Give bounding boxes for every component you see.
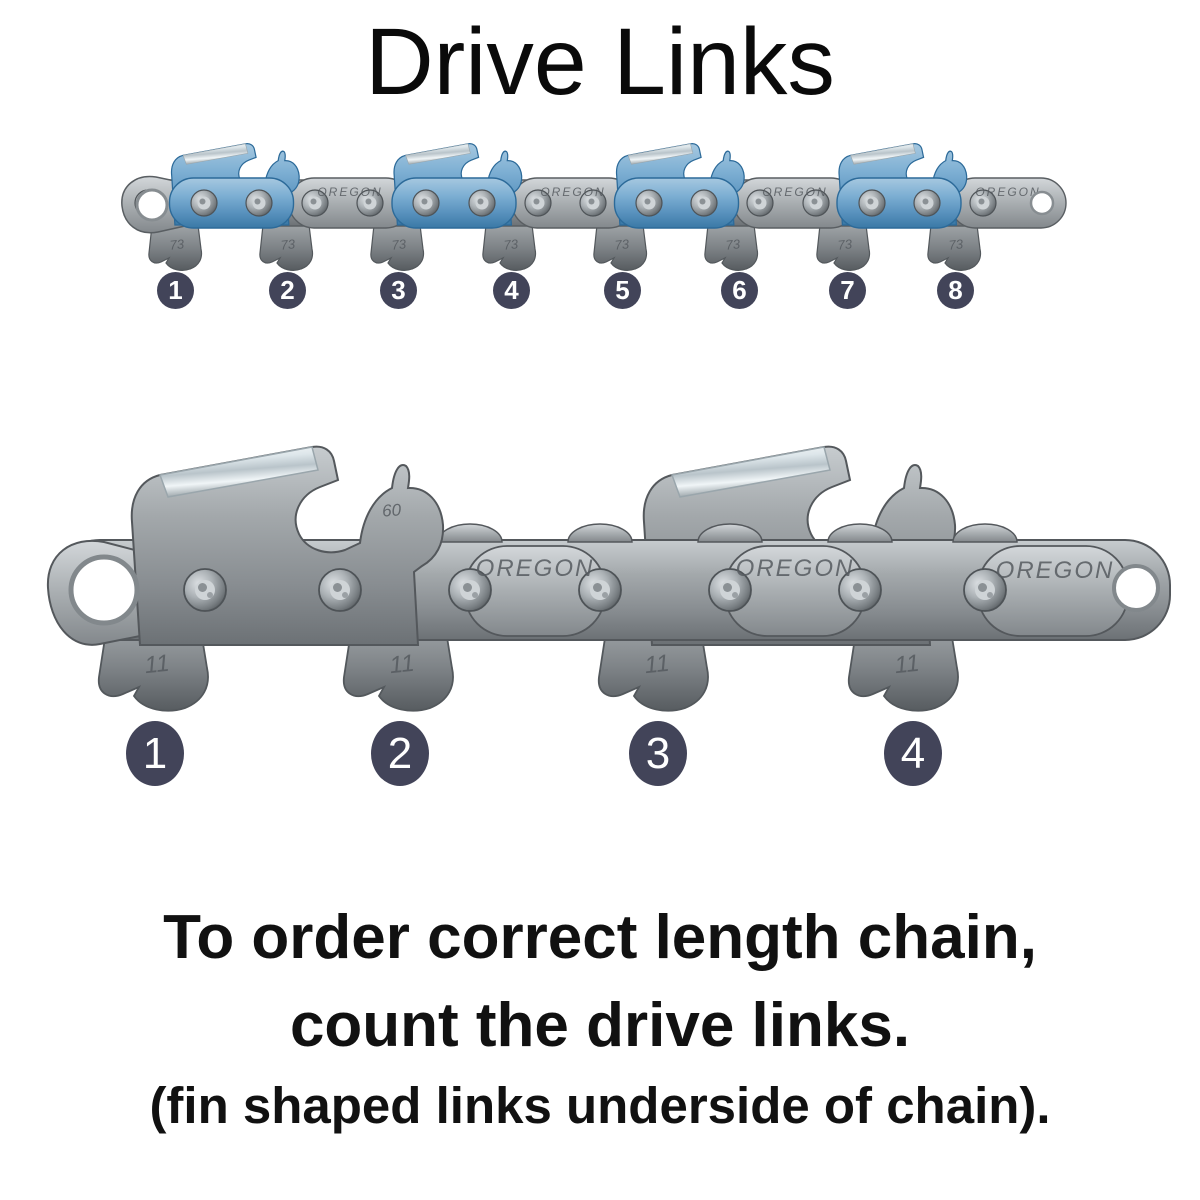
cutter-link (613, 143, 745, 229)
rivet (468, 189, 496, 217)
caption-line-2: count the drive links. (289, 991, 911, 1060)
cutter-link: 60 (130, 445, 445, 646)
drive-link-count-badge: 5 (604, 272, 641, 309)
end-link-hole (135, 188, 169, 222)
svg-text:OREGON: OREGON (996, 557, 1115, 584)
svg-text:OREGON: OREGON (540, 185, 605, 199)
svg-text:OREGON: OREGON (476, 555, 595, 582)
caption-line-1: To order correct length chain, (163, 903, 1037, 972)
caption-line-3: (fin shaped links underside of chain). (149, 1077, 1051, 1134)
page-title: Drive Links (365, 9, 835, 115)
rivet (183, 568, 227, 612)
drive-link-count-badge: 6 (721, 272, 758, 309)
drive-link-count-badge: 3 (629, 721, 687, 786)
svg-text:OREGON: OREGON (762, 185, 827, 199)
rivet (245, 189, 273, 217)
brand-stamps-small: OREGON OREGON OREGON OREGON (317, 185, 1040, 199)
drive-link-fin (593, 224, 648, 271)
end-link-hole (1112, 564, 1160, 612)
rivet (858, 189, 886, 217)
end-link-hole (1029, 190, 1055, 216)
rivet (412, 189, 440, 217)
chainsaw-chain-large-illustration: 11 (46, 445, 1171, 712)
rivet (913, 189, 941, 217)
end-link-hole (68, 554, 140, 626)
rivet (318, 568, 362, 612)
drive-link-count-badge: 3 (380, 272, 417, 309)
rivet (190, 189, 218, 217)
brand-stamps-large: OREGON OREGON OREGON (476, 555, 1115, 584)
cutter-link (836, 143, 968, 229)
cutter-link (168, 143, 300, 229)
drive-link-count-badge: 1 (126, 721, 184, 786)
rivet (635, 189, 663, 217)
drive-link-count-badge: 4 (493, 272, 530, 309)
drive-link-count-badge: 1 (157, 272, 194, 309)
drive-link-fins-small (148, 224, 982, 271)
strap-humps (437, 523, 1018, 543)
drive-link-fin (370, 224, 425, 271)
drive-link-fin (816, 224, 871, 271)
svg-text:OREGON: OREGON (317, 185, 382, 199)
drive-link-count-badge: 2 (371, 721, 429, 786)
drive-link-fin (704, 224, 759, 271)
drive-link-fin (259, 224, 314, 271)
drive-link-count-badge: 7 (829, 272, 866, 309)
tie-straps-large (464, 545, 1129, 637)
drive-link-count-badge: 4 (884, 721, 942, 786)
cutter-link (391, 143, 523, 229)
svg-text:OREGON: OREGON (975, 185, 1040, 199)
rivet (690, 189, 718, 217)
drive-link-count-badge: 8 (937, 272, 974, 309)
drive-link-fin (482, 224, 537, 271)
chainsaw-chain-small-illustration: 73 (121, 143, 1067, 271)
svg-text:60: 60 (382, 500, 403, 520)
svg-text:OREGON: OREGON (736, 555, 855, 582)
drive-link-fin (927, 224, 982, 271)
drive-link-count-badge: 2 (269, 272, 306, 309)
